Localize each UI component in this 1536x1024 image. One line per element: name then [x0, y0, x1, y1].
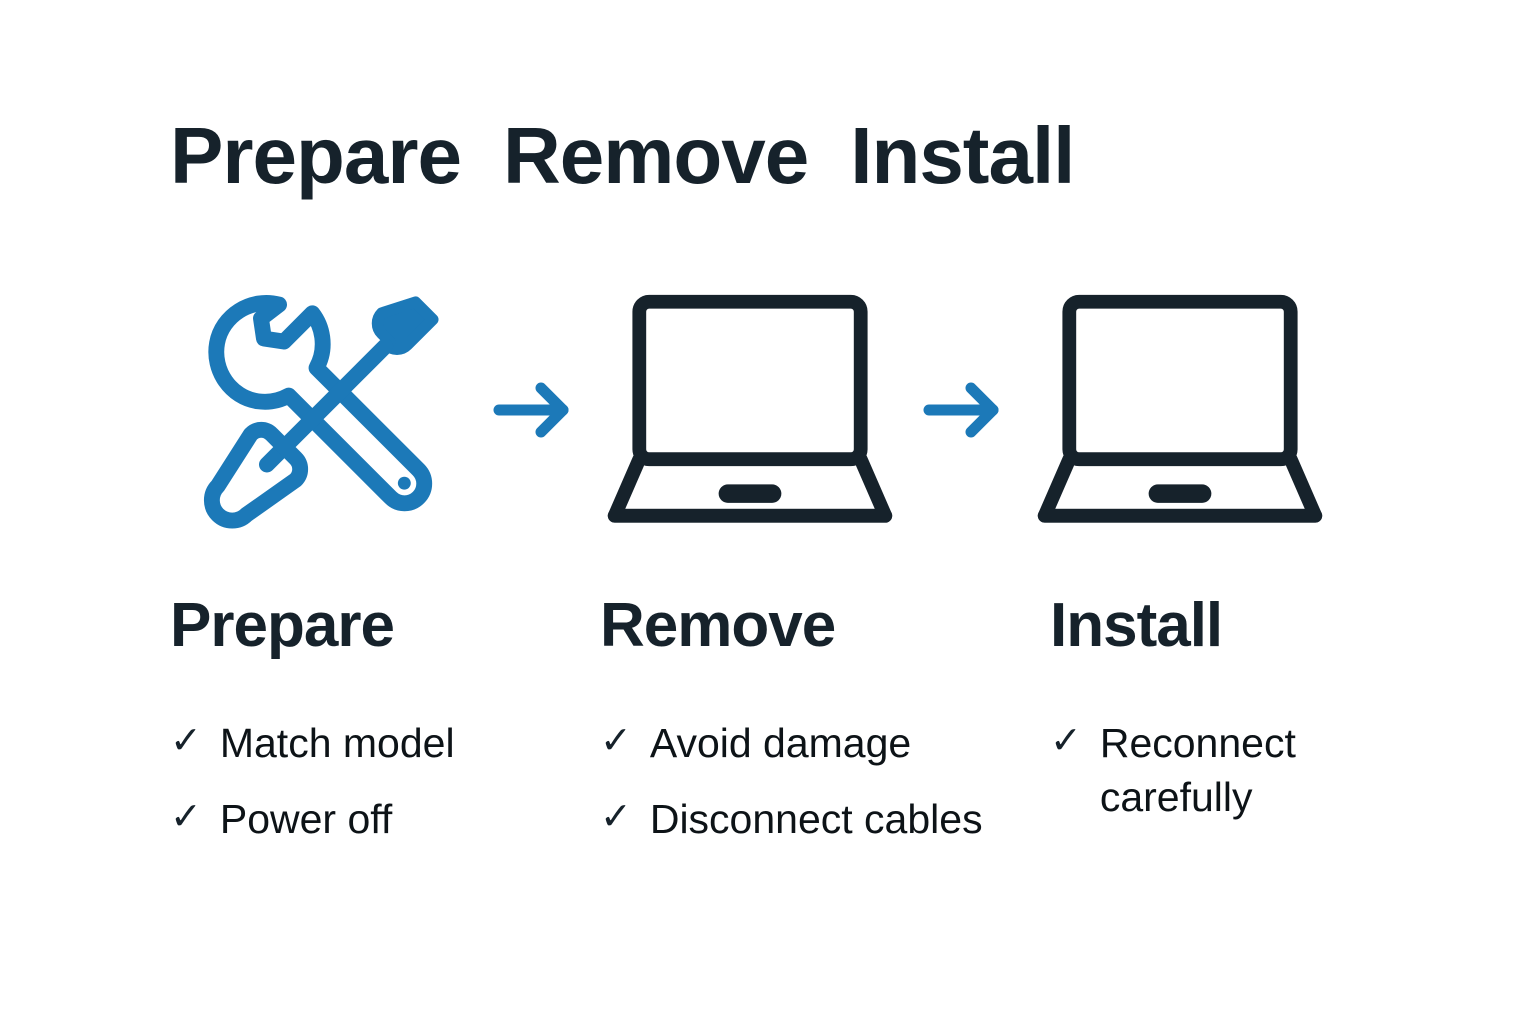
arrow-1-cell — [470, 280, 600, 540]
list-item: ✓ Reconnect carefully — [1050, 716, 1380, 824]
arrow-2-cell — [900, 280, 1030, 540]
list-item: ✓ Avoid damage — [600, 716, 1050, 770]
wrench-screwdriver-icon — [196, 286, 444, 534]
step-bullets-row: ✓ Match model ✓ Power off ✓ Avoid damage… — [170, 716, 1390, 868]
step-2-bullet-list: ✓ Avoid damage ✓ Disconnect cables — [600, 716, 1050, 868]
laptop-icon — [1034, 287, 1326, 533]
step-heading-install: Install — [1050, 591, 1223, 660]
step-1-bullet-list: ✓ Match model ✓ Power off — [170, 716, 600, 868]
title-word-install: Install — [850, 111, 1075, 200]
step-heading-row: Prepare Remove Install — [170, 580, 1370, 672]
list-item-label: Match model — [219, 720, 455, 766]
step-3-bullet-list: ✓ Reconnect carefully — [1050, 716, 1380, 846]
step-1-heading-cell: Prepare — [170, 595, 600, 657]
laptop-icon — [604, 287, 896, 533]
step-1-icon-cell — [170, 280, 470, 540]
step-3-icon-cell — [1030, 280, 1330, 540]
step-heading-remove: Remove — [600, 591, 836, 660]
check-icon: ✓ — [170, 720, 202, 762]
check-icon: ✓ — [170, 796, 202, 839]
title-word-remove: Remove — [502, 111, 809, 200]
list-item: ✓ Power off — [170, 792, 600, 846]
list-item: ✓ Match model — [170, 716, 600, 770]
list-item: ✓ Disconnect cables — [600, 792, 1050, 846]
check-icon: ✓ — [600, 796, 632, 839]
check-icon: ✓ — [600, 720, 632, 762]
check-icon: ✓ — [1050, 720, 1082, 762]
step-3-heading-cell: Install — [1050, 595, 1370, 657]
step-icon-strip — [170, 280, 1370, 540]
step-2-icon-cell — [600, 280, 900, 540]
diagram-title: Prepare Remove Install — [170, 104, 1370, 208]
title-word-prepare: Prepare — [170, 111, 462, 200]
step-heading-prepare: Prepare — [170, 591, 395, 660]
list-item-label: Disconnect cables — [649, 796, 983, 843]
list-item-label: Avoid damage — [649, 720, 912, 766]
step-2-heading-cell: Remove — [600, 595, 1050, 657]
arrow-right-icon — [923, 379, 1007, 441]
arrow-right-icon — [493, 379, 577, 441]
list-item-label: Power off — [219, 796, 393, 843]
list-item-label: Reconnect carefully — [1099, 720, 1296, 821]
